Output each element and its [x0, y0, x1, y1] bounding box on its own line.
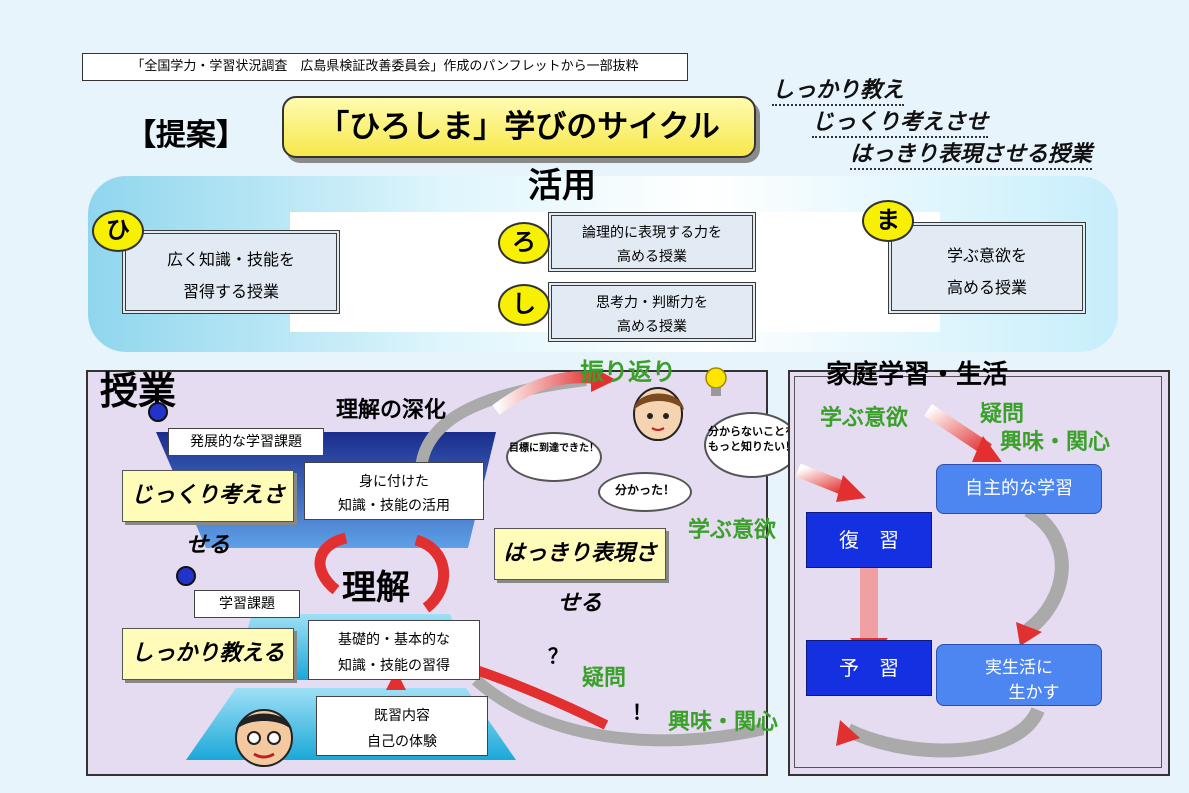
- hi-box: 広く知識・技能を 習得する授業: [122, 230, 340, 314]
- self-study-box: 自主的な学習: [936, 464, 1102, 514]
- badge-ro: ろ: [498, 222, 550, 264]
- task-tag: 学習課題: [194, 590, 300, 618]
- shi-box: 思考力・判断力を 高める授業: [548, 282, 756, 342]
- source-note: 「全国学力・学習状況調査 広島県検証改善委員会」作成のパンフレットから一部抜粋: [82, 53, 688, 81]
- shikkari-label: しっかり教える: [122, 628, 294, 680]
- home-to-lesson-grey: [472, 675, 764, 747]
- motto-line-1: しっかり教え: [772, 78, 905, 106]
- self-study-curve: [1023, 504, 1069, 636]
- prior-line2: 自己の体験: [367, 734, 437, 750]
- to-review-arrow-head: [836, 475, 866, 502]
- ro-box: 論理的に表現する力を 高める授業: [548, 212, 756, 272]
- ro-line2: 高める授業: [617, 249, 687, 265]
- home-motivation-label: 学ぶ意欲: [820, 406, 909, 431]
- prior-box: 既習内容 自己の体験: [316, 696, 488, 756]
- teacher-icon: [235, 709, 293, 767]
- badge-shi: し: [498, 284, 550, 326]
- ma-line1: 学ぶ意欲を: [946, 246, 1027, 265]
- to-self-study-arrow-head: [972, 436, 1002, 462]
- shi-line2: 高める授業: [617, 319, 687, 335]
- motto-line-2: じっくり考えさせ: [812, 110, 989, 138]
- review-box: 復 習: [806, 512, 932, 568]
- reflection-arrow-head: [591, 370, 616, 392]
- understanding-down-arrow: [414, 534, 450, 613]
- to-self-study-arrow: [924, 404, 992, 456]
- basic-line1: 基礎的・基本的な: [338, 632, 450, 648]
- home-title: 家庭学習・生活: [826, 360, 1009, 390]
- prior-line1: 既習内容: [374, 708, 430, 724]
- deepening-label: 理解の深化: [336, 398, 447, 423]
- self-study-curve-head: [1016, 622, 1042, 646]
- to-review-arrow: [795, 463, 851, 497]
- understanding-up-arrow: [314, 532, 348, 595]
- real-life-curve-head: [836, 720, 860, 746]
- basic-line2: 知識・技能の習得: [338, 658, 450, 674]
- basic-box: 基礎的・基本的な 知識・技能の習得: [308, 620, 480, 680]
- hakkiri-label: はっきり表現させる: [494, 528, 666, 616]
- real-life-box: 実生活に 生かす: [936, 644, 1102, 706]
- ma-line2: 高める授業: [946, 278, 1027, 297]
- advanced-task-tag: 発展的な学習課題: [168, 428, 324, 456]
- hi-line1: 広く知識・技能を: [166, 250, 295, 269]
- reflection-label: 振り返り: [580, 358, 676, 386]
- question-mark: ？: [548, 644, 568, 668]
- preview-box: 予 習: [806, 640, 932, 696]
- lesson-question-label: 疑問: [582, 666, 627, 691]
- lightbulb-icon: [705, 367, 727, 396]
- katsuyo-title: 活用: [528, 166, 596, 206]
- cloud-understood: 分かった！: [598, 472, 692, 512]
- hi-line2: 習得する授業: [182, 282, 279, 301]
- home-shapes: [795, 404, 1069, 758]
- lesson-interest-label: 興味・関心: [668, 710, 779, 735]
- lesson-motivation-label: 学ぶ意欲: [688, 518, 777, 543]
- real-life-curve: [844, 706, 1045, 758]
- proposal-label: 【提案】: [126, 118, 246, 153]
- apply-line1: 身に付けた: [359, 474, 429, 490]
- home-question-label: 疑問: [980, 402, 1025, 427]
- pin-task: [176, 566, 196, 586]
- cloud-goal: 目標に到達できた！: [506, 432, 602, 482]
- reflection-arrow: [492, 371, 597, 415]
- ro-line1: 論理的に表現する力を: [582, 225, 722, 241]
- real-life-line1: 実生活に: [985, 658, 1053, 678]
- badge-ma: ま: [862, 200, 914, 242]
- apply-box: 身に付けた 知識・技能の活用: [304, 462, 484, 520]
- student-icon: [633, 387, 684, 441]
- cycle-title: 「ひろしま」学びのサイクル: [282, 96, 756, 158]
- pin-advanced: [148, 402, 168, 422]
- shi-line1: 思考力・判断力を: [596, 295, 708, 311]
- question-arrow: [474, 665, 609, 730]
- real-life-line2: 生かす: [1008, 683, 1060, 703]
- apply-line2: 知識・技能の活用: [338, 498, 450, 514]
- home-interest-label: 興味・関心: [1000, 430, 1111, 455]
- review-to-preview-shaft: [860, 562, 878, 642]
- ma-box: 学ぶ意欲を 高める授業: [888, 222, 1086, 314]
- exclaim-mark: ！: [632, 700, 652, 724]
- up-arrow-head: [386, 670, 406, 690]
- motto-line-3: はっきり表現させる授業: [850, 142, 1093, 170]
- badge-hi: ひ: [92, 210, 144, 252]
- understanding-label: 理解: [342, 568, 410, 608]
- jikkuri-label: じっくり考えさせる: [122, 470, 294, 558]
- home-panel-inner: [794, 376, 1162, 768]
- cloud-more: 分からないことをもっと知りたい！: [704, 412, 800, 478]
